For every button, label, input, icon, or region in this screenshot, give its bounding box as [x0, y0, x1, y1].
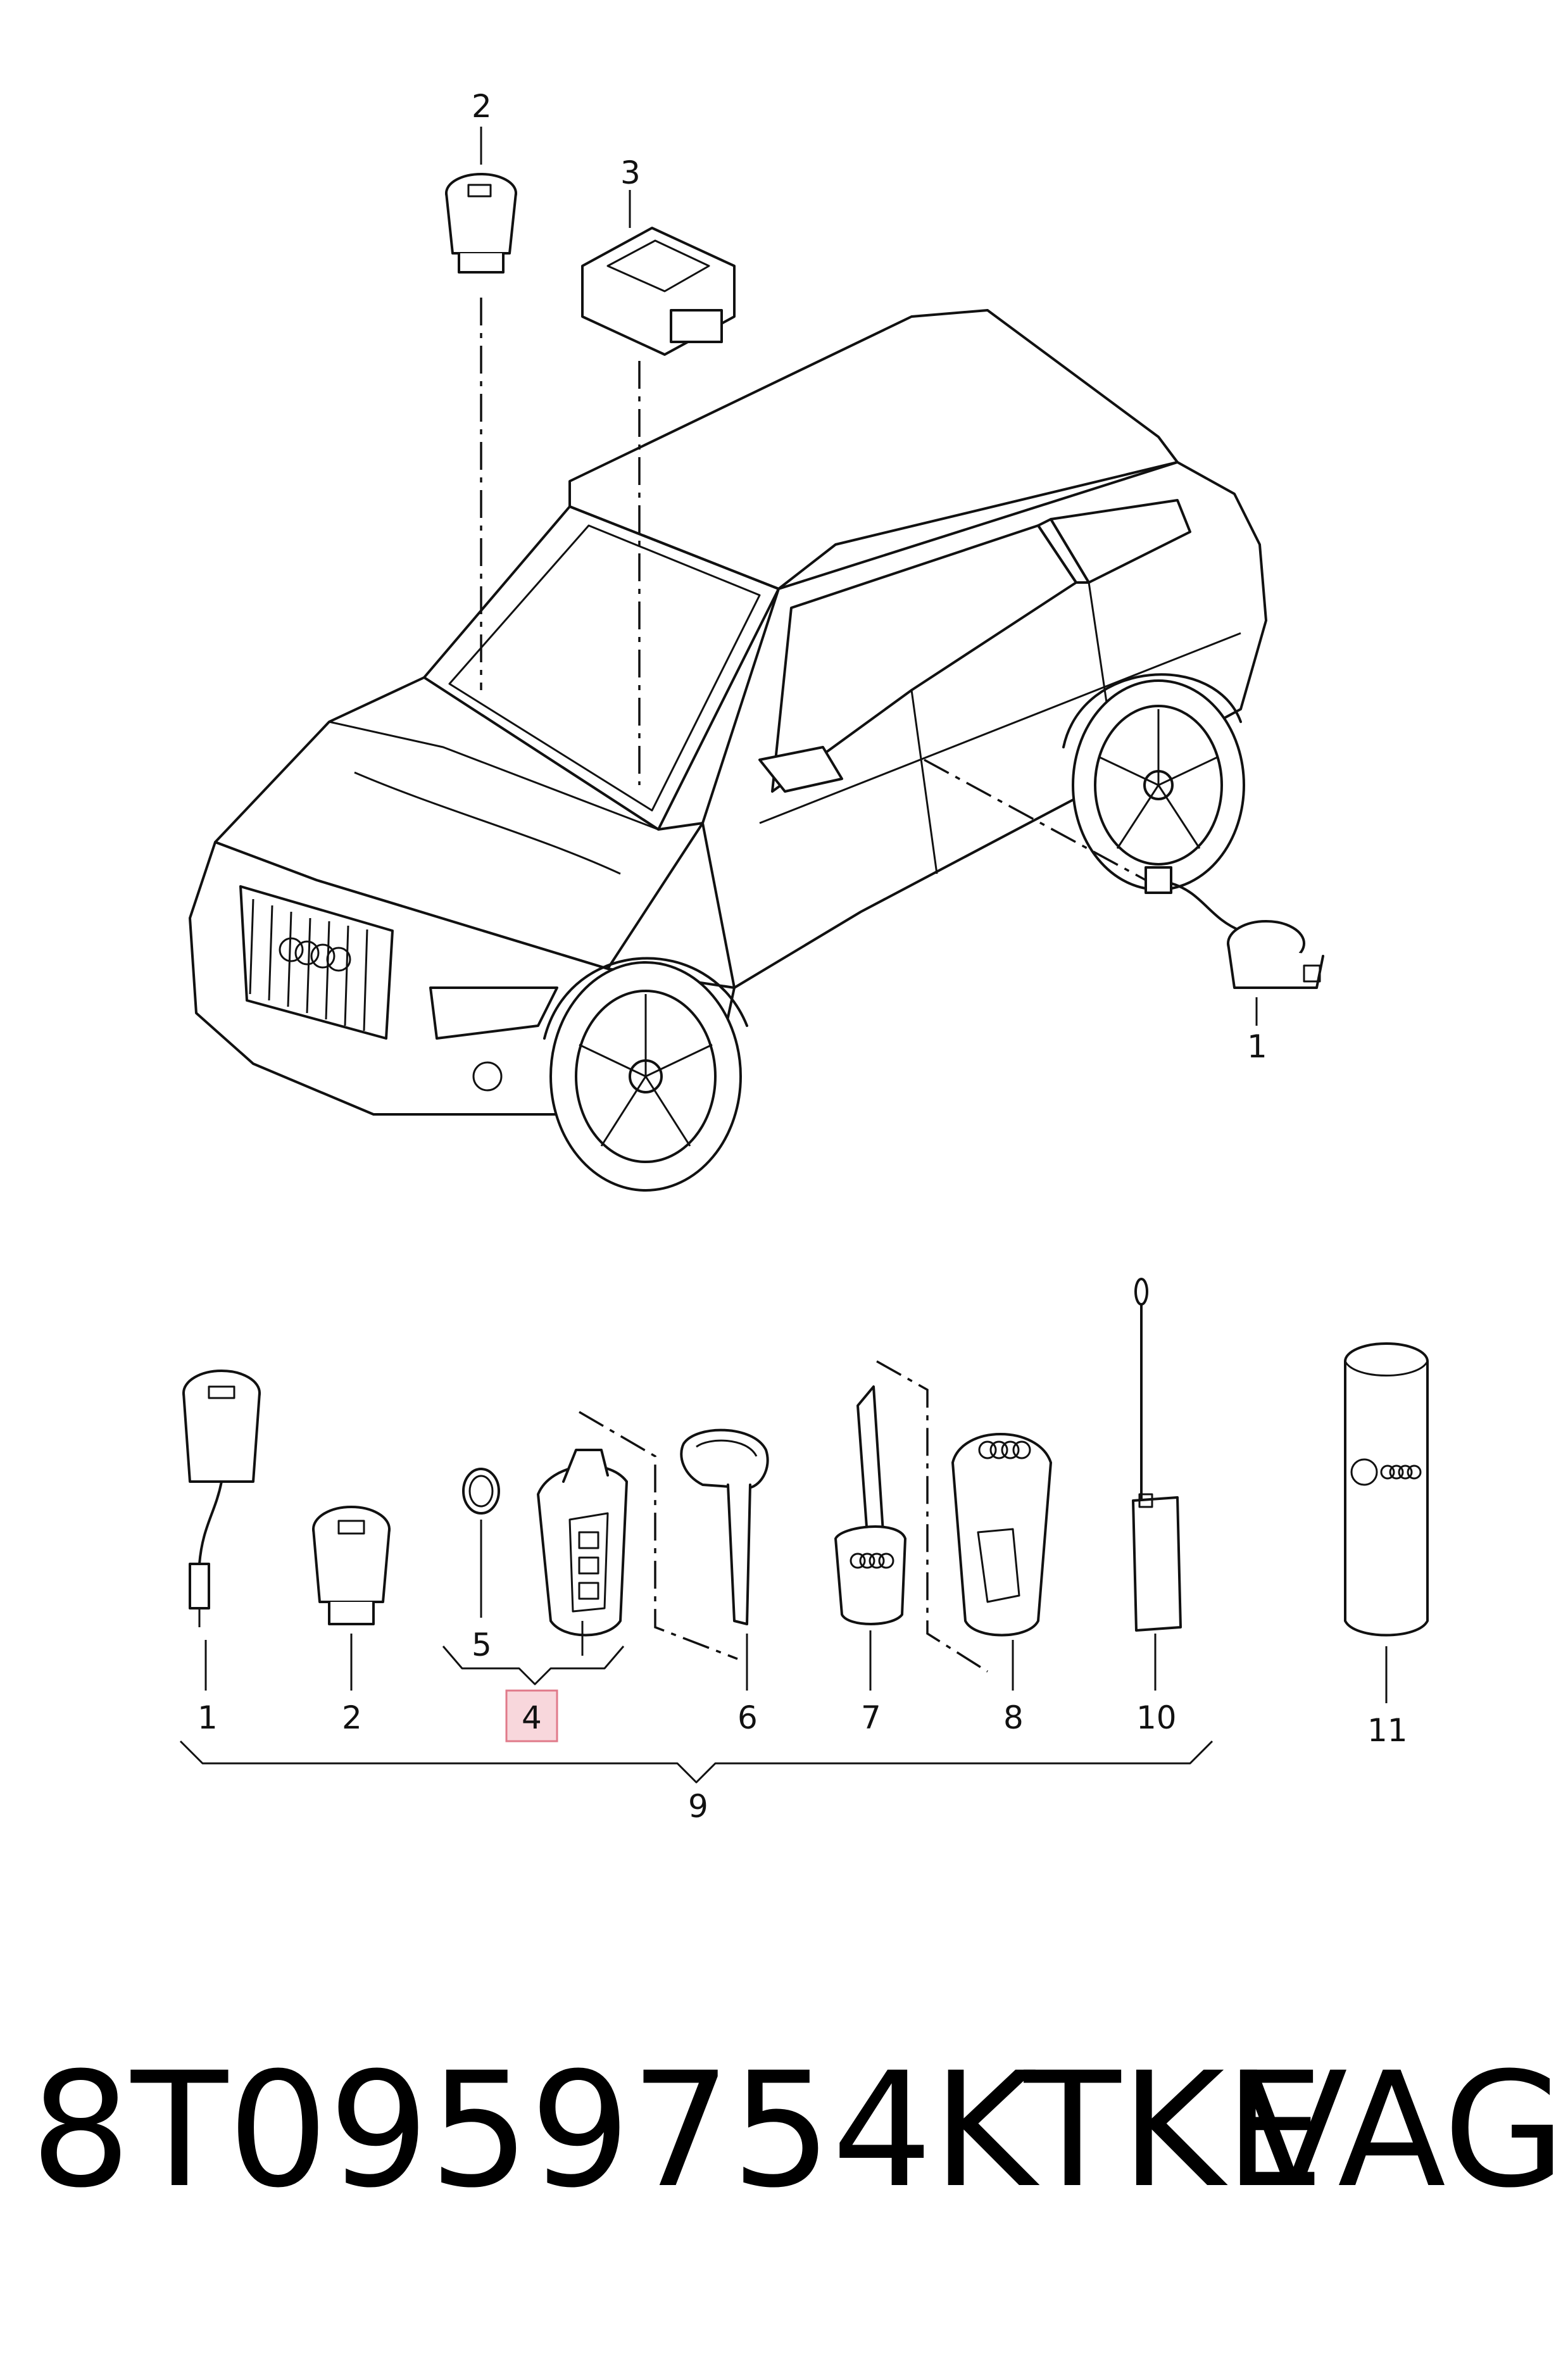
callout-5: 5 — [472, 1627, 492, 1663]
callout-4: 4 — [522, 1699, 542, 1736]
vw-logo-icon — [1350, 1458, 1378, 1486]
part-10-transponder — [1132, 1278, 1182, 1632]
four-rings-canister-icon — [1380, 1465, 1422, 1480]
part-8-key-housing — [951, 1433, 1052, 1637]
control-unit-top — [581, 227, 736, 356]
callout-7: 7 — [861, 1699, 881, 1736]
callout-9: 9 — [688, 1788, 708, 1825]
callout-top-1: 1 — [1247, 1028, 1267, 1065]
callout-1: 1 — [198, 1699, 218, 1736]
group-bracket-9 — [179, 1740, 1214, 1784]
parts-diagram: 2 3 1 1 2 5 — [179, 88, 1429, 1825]
door-lock-top — [1145, 866, 1324, 989]
callout-11: 11 — [1367, 1712, 1408, 1749]
front-wheel — [549, 961, 742, 1192]
callout-10: 10 — [1136, 1699, 1177, 1736]
callout-top-2: 2 — [472, 88, 492, 125]
callout-2: 2 — [342, 1699, 362, 1736]
part-5-battery — [462, 1468, 500, 1515]
four-rings-logo-icon — [279, 937, 351, 972]
part-7-flip-key — [834, 1385, 906, 1625]
part-2-lock-cylinder — [312, 1506, 391, 1625]
part-6-emergency-key — [680, 1428, 769, 1625]
rear-wheel — [1072, 679, 1245, 891]
lock-cylinder-top — [445, 173, 517, 274]
four-rings-housing-icon — [978, 1440, 1031, 1459]
callout-8: 8 — [1003, 1699, 1024, 1736]
brand-name: VAG — [1239, 2038, 1566, 2222]
callout-6: 6 — [737, 1699, 758, 1736]
part-4-remote-key — [537, 1449, 628, 1637]
callout-4-highlight — [505, 1689, 558, 1742]
four-rings-key-icon — [850, 1553, 894, 1569]
part-number: 8T0959754KTKE — [30, 2038, 1325, 2222]
part-1-lock-cylinder — [182, 1370, 261, 1627]
callout-top-3: 3 — [620, 154, 641, 191]
car-illustration — [189, 309, 1267, 1192]
part-11-canister — [1344, 1342, 1429, 1637]
